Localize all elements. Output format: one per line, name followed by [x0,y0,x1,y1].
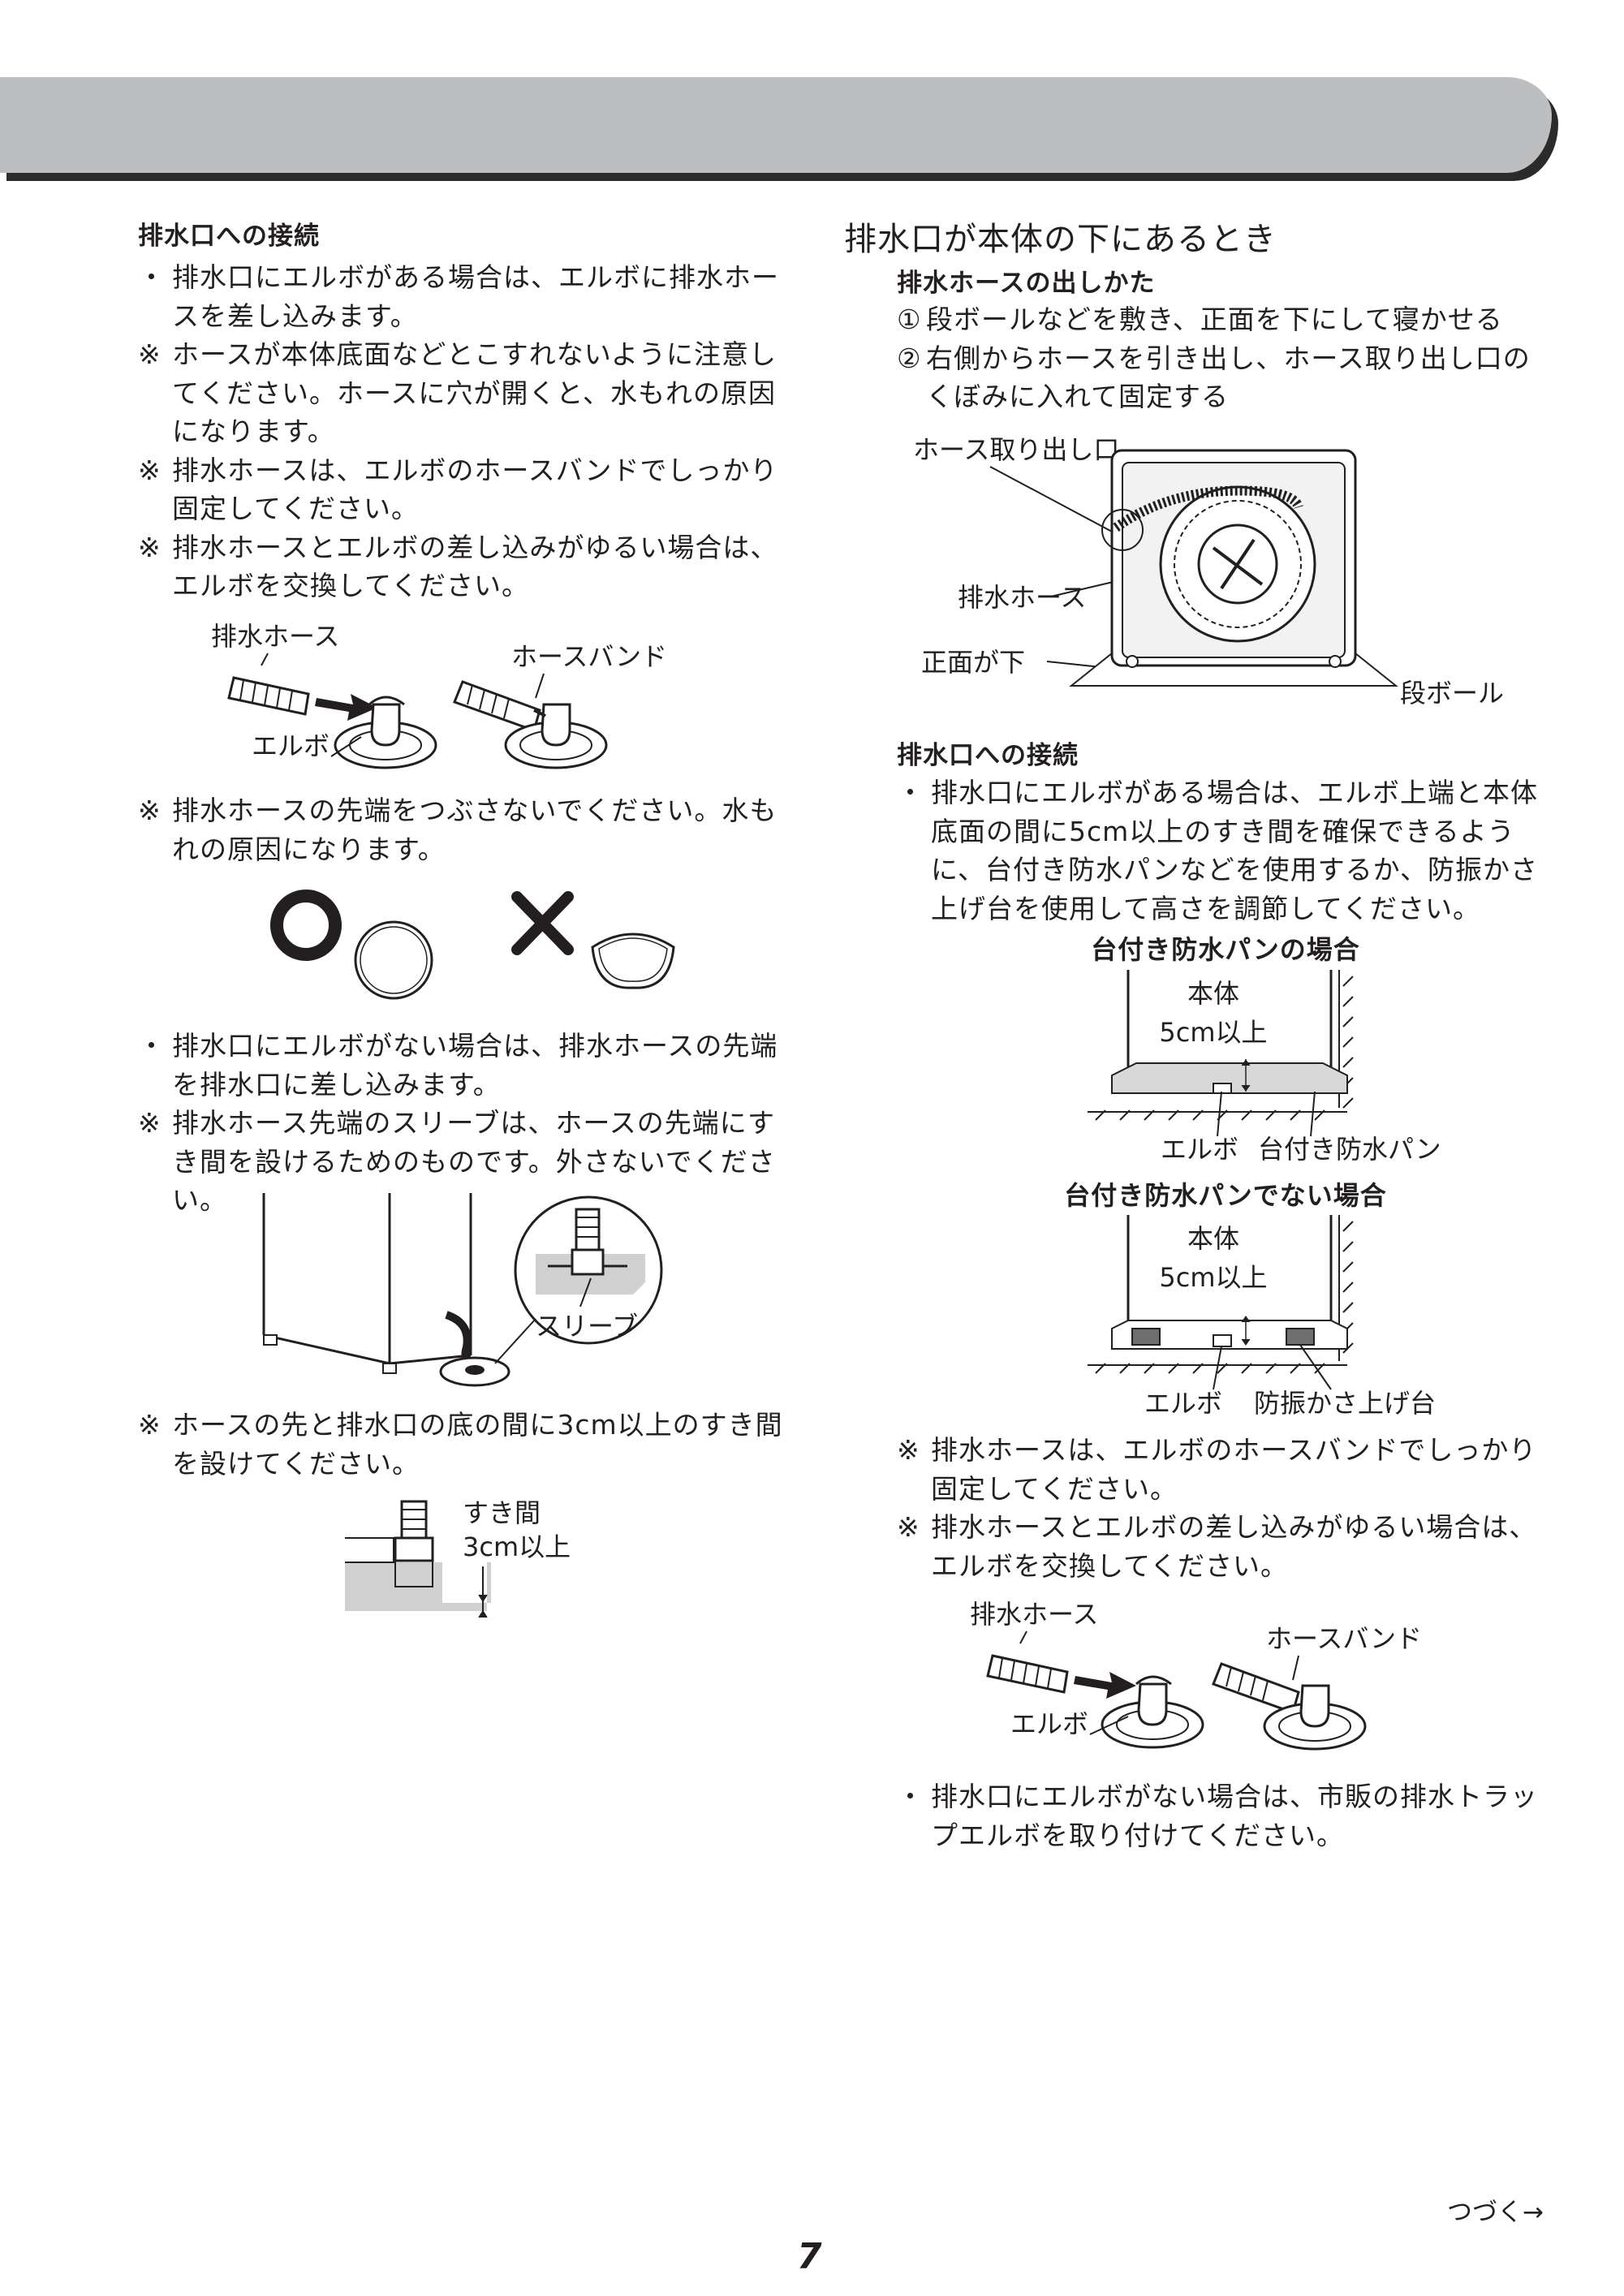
right-notes-2: ※排水ホースは、エルボのホースバンドでしっかり固定してください。 ※排水ホースと… [897,1431,1553,1585]
elbow-label-r2: エルボ [1010,1708,1088,1739]
case-b-title: 台付き防水パンでない場合 [1064,1180,1387,1211]
left-notes-1: ・排水口にエルボがある場合は、エルボに排水ホースを差し込みます。 ※ホースが本体… [138,258,797,605]
case-b-figure: 本体 5cm以上 エルボ 防振かさ上げ台 [1088,1215,1436,1419]
crushed-hose-end [591,933,675,989]
right-title: 排水口が本体の下にあるとき [844,221,1277,258]
continue-label: つづく→ [1447,2198,1544,2227]
list-item: ※ホースの先と排水口の底の間に3cm以上のすき間を設けてください。 [138,1409,783,1480]
case-a-elbow-label: エルボ [1161,1134,1238,1165]
drain-hose-route [1113,485,1303,532]
hose-illustration [227,676,377,721]
right-sub-heading-1: 排水ホースの出しかた [897,269,1156,298]
list-item: ※排水ホースとエルボの差し込みがゆるい場合は、エルボを交換してください。 [138,531,778,602]
gap-label-1: すき間 [463,1497,541,1528]
hose-elbow-figure: 排水ホース ホースバンド エルボ [211,621,667,769]
list-item: ※排水ホースは、エルボのホースバンドでしっかり固定してください。 [138,454,778,525]
right-sub-heading-2: 排水口への接続 [897,741,1079,770]
cardboard-label: 段ボール [1400,678,1504,709]
outlet-marker [1101,509,1144,551]
sleeve-figure: スリーブ [262,1193,663,1387]
case-a-body-label: 本体 [1187,978,1239,1009]
case-b-body-label: 本体 [1187,1223,1239,1254]
sleeve-detail [536,1208,645,1307]
list-item: ※排水ホースとエルボの差し込みがゆるい場合は、エルボを交換してください。 [897,1511,1537,1582]
list-item: ・排水口にエルボがある場合は、エルボ上端と本体底面の間に5cm以上のすき間を確保… [897,777,1538,924]
ok-ng-figure [270,890,675,1000]
sleeve-label: スリーブ [536,1311,638,1342]
header-band [0,77,1552,173]
ok-icon [270,890,342,961]
band-label: ホースバンド [511,641,667,672]
left-note-4: ※ホースの先と排水口の底の間に3cm以上のすき間を設けてください。 [138,1406,797,1483]
riser-left [1131,1328,1161,1346]
list-item: ※排水ホースの先端をつぶさないでください。水もれの原因になります。 [138,795,778,865]
hose-label-r2: 排水ホース [970,1599,1098,1630]
right-note-1: ・排水口にエルボがある場合は、エルボ上端と本体底面の間に5cm以上のすき間を確保… [897,773,1553,928]
washer-facedown-figure: ホース取り出し口 排水ホース 正面が下 段ボール [913,434,1504,709]
case-b-gap-label: 5cm以上 [1159,1262,1267,1293]
list-item: ※排水ホースは、エルボのホースバンドでしっかり固定してください。 [897,1434,1537,1505]
ng-icon [511,891,574,955]
right-note-3: ・排水口にエルボがない場合は、市販の排水トラップエルボを取り付けてください。 [897,1777,1553,1854]
list-item: ※ホースが本体底面などとこすれないように注意してください。ホースに穴が開くと、水… [138,338,778,447]
pan-shape [1111,1062,1348,1094]
front-label: 正面が下 [921,647,1025,678]
case-a-title: 台付き防水パンの場合 [1091,934,1360,965]
left-notes-3: ・排水口にエルボがない場合は、排水ホースの先端を排水口に差し込みます。 ※排水ホ… [138,1027,797,1220]
elbow-illustration-2 [453,673,608,769]
elbow-illustration-1 [330,696,437,769]
list-item: ・排水口にエルボがない場合は、排水ホースの先端を排水口に差し込みます。 [138,1030,778,1101]
gap-label-2: 3cm以上 [463,1531,571,1562]
case-a-pan-label: 台付き防水パン [1258,1134,1441,1165]
round-hose-end [354,920,433,1000]
elbow-label: エルボ [252,730,330,761]
band-label-r2: ホースバンド [1266,1623,1422,1654]
gap-figure: すき間 3cm以上 [345,1497,571,1618]
page-number: 7 [797,2236,822,2277]
case-b-elbow-label: エルボ [1144,1388,1222,1419]
case-b-riser-label: 防振かさ上げ台 [1254,1388,1436,1419]
left-heading: 排水口への接続 [138,222,320,251]
left-note-2: ※排水ホースの先端をつぶさないでください。水もれの原因になります。 [138,791,797,868]
hose-label-r: 排水ホース [958,582,1086,613]
case-a-figure: 本体 5cm以上 エルボ 台付き防水パン [1088,970,1441,1165]
list-item: ・排水口にエルボがない場合は、市販の排水トラップエルボを取り付けてください。 [897,1781,1538,1851]
hose-elbow-figure-right: 排水ホース ホースバンド エルボ [970,1599,1422,1751]
washer-side-illustration [262,1193,510,1387]
outlet-label: ホース取り出し口 [913,434,1119,465]
case-a-gap-label: 5cm以上 [1159,1017,1267,1048]
riser-right [1286,1328,1315,1346]
list-item: ※排水ホース先端のスリーブは、ホースの先端にすき間を設けるためのものです。外さな… [138,1107,776,1216]
list-item: ・排水口にエルボがある場合は、エルボに排水ホースを差し込みます。 [138,261,779,332]
hose-label: 排水ホース [211,621,339,652]
